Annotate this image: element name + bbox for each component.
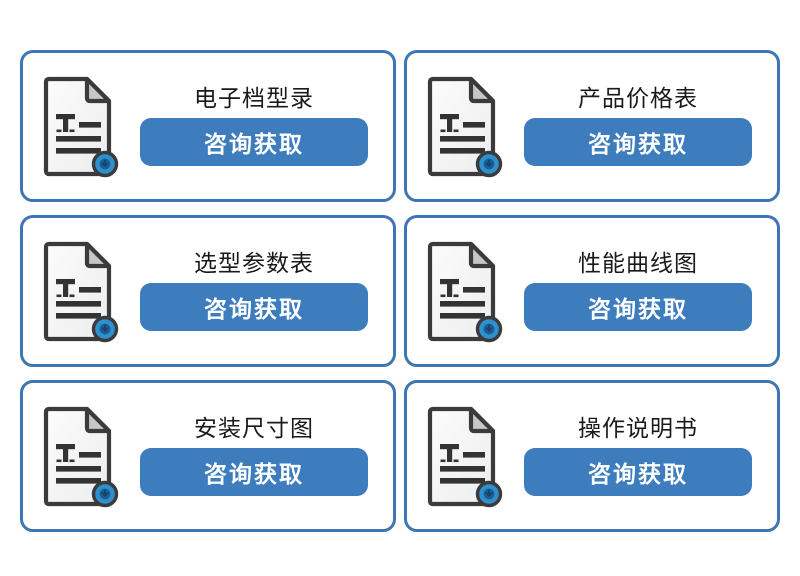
inquire-button[interactable]: 咨询获取	[140, 448, 368, 497]
document-download-icon	[427, 239, 503, 343]
resource-card-6[interactable]: 操作说明书 咨询获取	[404, 380, 780, 532]
card-body: 产品价格表 咨询获取	[509, 74, 763, 178]
card-title: 产品价格表	[578, 84, 698, 111]
document-download-icon	[427, 404, 503, 508]
card-body: 安装尺寸图 咨询获取	[125, 404, 379, 508]
card-title: 操作说明书	[578, 414, 698, 441]
document-download-icon	[43, 74, 119, 178]
resource-card-grid: 电子档型录 咨询获取	[20, 50, 780, 540]
resource-card-2[interactable]: 产品价格表 咨询获取	[404, 50, 780, 202]
document-download-icon	[43, 404, 119, 508]
document-download-icon	[43, 239, 119, 343]
document-download-icon	[427, 74, 503, 178]
card-body: 性能曲线图 咨询获取	[509, 239, 763, 343]
inquire-button[interactable]: 咨询获取	[140, 118, 368, 167]
card-body: 选型参数表 咨询获取	[125, 239, 379, 343]
resource-card-1[interactable]: 电子档型录 咨询获取	[20, 50, 396, 202]
card-title: 安装尺寸图	[194, 414, 314, 441]
inquire-button[interactable]: 咨询获取	[524, 448, 752, 497]
card-title: 性能曲线图	[578, 249, 698, 276]
inquire-button[interactable]: 咨询获取	[524, 283, 752, 332]
inquire-button[interactable]: 咨询获取	[140, 283, 368, 332]
card-body: 操作说明书 咨询获取	[509, 404, 763, 508]
card-title: 选型参数表	[194, 249, 314, 276]
card-body: 电子档型录 咨询获取	[125, 74, 379, 178]
card-title: 电子档型录	[194, 84, 314, 111]
resource-card-5[interactable]: 安装尺寸图 咨询获取	[20, 380, 396, 532]
inquire-button[interactable]: 咨询获取	[524, 118, 752, 167]
resource-card-4[interactable]: 性能曲线图 咨询获取	[404, 215, 780, 367]
resource-card-3[interactable]: 选型参数表 咨询获取	[20, 215, 396, 367]
